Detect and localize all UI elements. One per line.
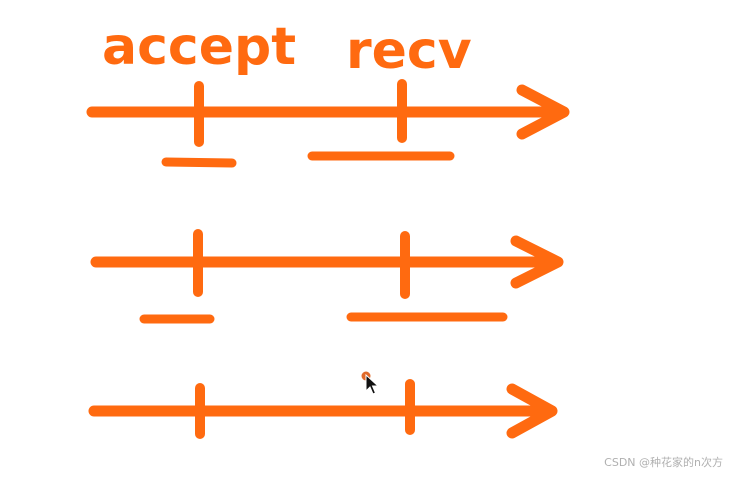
watermark-text: CSDN @种花家的n次方 [604,456,723,469]
timeline-2-arrowhead [510,235,564,289]
timeline-row-3 [88,379,558,439]
timeline-row-1 [86,79,570,168]
recv-label: recv [346,21,472,81]
mouse-pointer-icon [361,371,380,395]
timeline-1-accept-wait-bar [161,157,237,168]
timeline-1-arrowhead [516,84,570,140]
timeline-row-2 [90,229,564,324]
timeline-3-arrowhead [506,383,558,439]
accept-label: accept [102,17,296,77]
